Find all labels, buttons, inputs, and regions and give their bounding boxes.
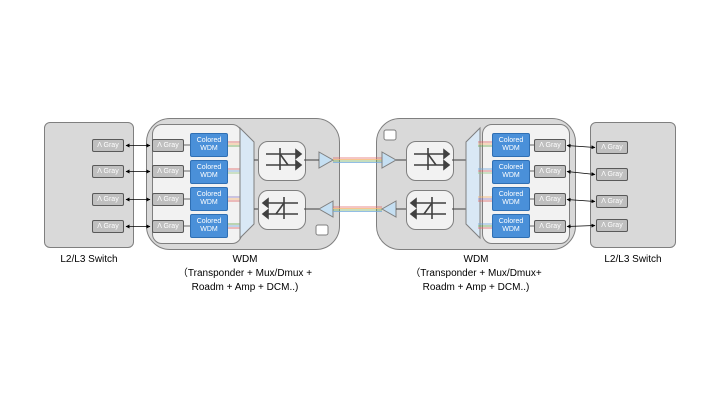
- left-roadm-upper: [258, 141, 306, 181]
- colored-line1: Colored: [498, 191, 524, 198]
- fiber-upper: [333, 157, 382, 163]
- left-wdm-gray-1: Λ Gray: [152, 139, 184, 152]
- right-mux-demux: [465, 126, 481, 240]
- left-wdm-title: WDM: [232, 254, 258, 265]
- colored-line2: WDM: [502, 145, 520, 152]
- right-colored-wdm-3: Colored WDM: [492, 187, 530, 211]
- left-wdm-line2: （Transponder + Mux/Dmux +: [177, 268, 313, 279]
- right-wdm-gray-1: Λ Gray: [534, 139, 566, 152]
- colored-line1: Colored: [498, 137, 524, 144]
- left-wdm-gray-4: Λ Gray: [152, 220, 184, 233]
- right-roadm-lower: [406, 190, 454, 230]
- right-colored-wdm-2: Colored WDM: [492, 160, 530, 184]
- right-switch-gray-port-4: Λ Gray: [596, 219, 628, 232]
- left-colored-wdm-1: Colored WDM: [190, 133, 228, 157]
- left-colored-wdm-4: Colored WDM: [190, 214, 228, 238]
- left-amplifier-rx: [317, 200, 334, 218]
- left-wdm-gray-3: Λ Gray: [152, 193, 184, 206]
- left-switch-gray-port-1: Λ Gray: [92, 139, 124, 152]
- colored-line2: WDM: [200, 172, 218, 179]
- colored-line1: Colored: [196, 137, 222, 144]
- right-switch-gray-port-3: Λ Gray: [596, 195, 628, 208]
- right-switch-label: L2/L3 Switch: [604, 254, 662, 265]
- left-amplifier-tx: [318, 151, 335, 169]
- colored-line1: Colored: [196, 218, 222, 225]
- right-switch-gray-port-2: Λ Gray: [596, 168, 628, 181]
- colored-line1: Colored: [196, 191, 222, 198]
- right-wdm-gray-4: Λ Gray: [534, 220, 566, 233]
- left-small-box: [315, 224, 329, 236]
- left-switch-label: L2/L3 Switch: [60, 254, 118, 265]
- right-roadm-upper: [406, 141, 454, 181]
- right-amplifier-rx: [381, 151, 398, 169]
- right-wdm-title: WDM: [463, 254, 489, 265]
- right-wdm-gray-3: Λ Gray: [534, 193, 566, 206]
- fiber-lower: [333, 206, 382, 212]
- colored-line2: WDM: [200, 145, 218, 152]
- right-amplifier-tx: [380, 200, 397, 218]
- right-client-links: [566, 143, 596, 229]
- left-switch-gray-port-2: Λ Gray: [92, 165, 124, 178]
- left-colored-wdm-2: Colored WDM: [190, 160, 228, 184]
- left-wdm-line3: Roadm + Amp + DCM..): [191, 282, 299, 293]
- right-roadm-icon-lower: [409, 197, 446, 220]
- right-roadm-icon-upper: [414, 148, 451, 171]
- left-colored-wdm-3: Colored WDM: [190, 187, 228, 211]
- right-mux-to-colored: [478, 141, 492, 229]
- left-client-links: [125, 143, 151, 229]
- left-roadm-icon-lower: [261, 197, 298, 220]
- left-switch-gray-port-4: Λ Gray: [92, 220, 124, 233]
- right-colored-wdm-1: Colored WDM: [492, 133, 530, 157]
- colored-line2: WDM: [502, 226, 520, 233]
- left-gray-to-colored: [184, 144, 190, 227]
- right-wdm-caption: WDM （Transponder + Mux/Dmux+ Roadm + Amp…: [378, 253, 574, 295]
- left-roadm-lower: [258, 190, 306, 230]
- right-colored-to-gray: [530, 144, 534, 227]
- right-small-box: [383, 129, 397, 141]
- colored-line1: Colored: [498, 218, 524, 225]
- right-wdm-gray-2: Λ Gray: [534, 165, 566, 178]
- right-switch-gray-port-1: Λ Gray: [596, 141, 628, 154]
- right-wdm-line2: （Transponder + Mux/Dmux+: [410, 268, 542, 279]
- left-wdm-caption: WDM （Transponder + Mux/Dmux + Roadm + Am…: [150, 253, 340, 295]
- left-switch-gray-port-3: Λ Gray: [92, 193, 124, 206]
- colored-line1: Colored: [498, 164, 524, 171]
- left-wdm-gray-2: Λ Gray: [152, 165, 184, 178]
- left-roadm-icon-upper: [266, 148, 303, 171]
- colored-line2: WDM: [200, 199, 218, 206]
- colored-line2: WDM: [502, 172, 520, 179]
- right-colored-wdm-4: Colored WDM: [492, 214, 530, 238]
- colored-line2: WDM: [200, 226, 218, 233]
- left-mux-demux: [239, 126, 255, 240]
- colored-line1: Colored: [196, 164, 222, 171]
- right-wdm-line3: Roadm + Amp + DCM..): [422, 282, 530, 293]
- colored-line2: WDM: [502, 199, 520, 206]
